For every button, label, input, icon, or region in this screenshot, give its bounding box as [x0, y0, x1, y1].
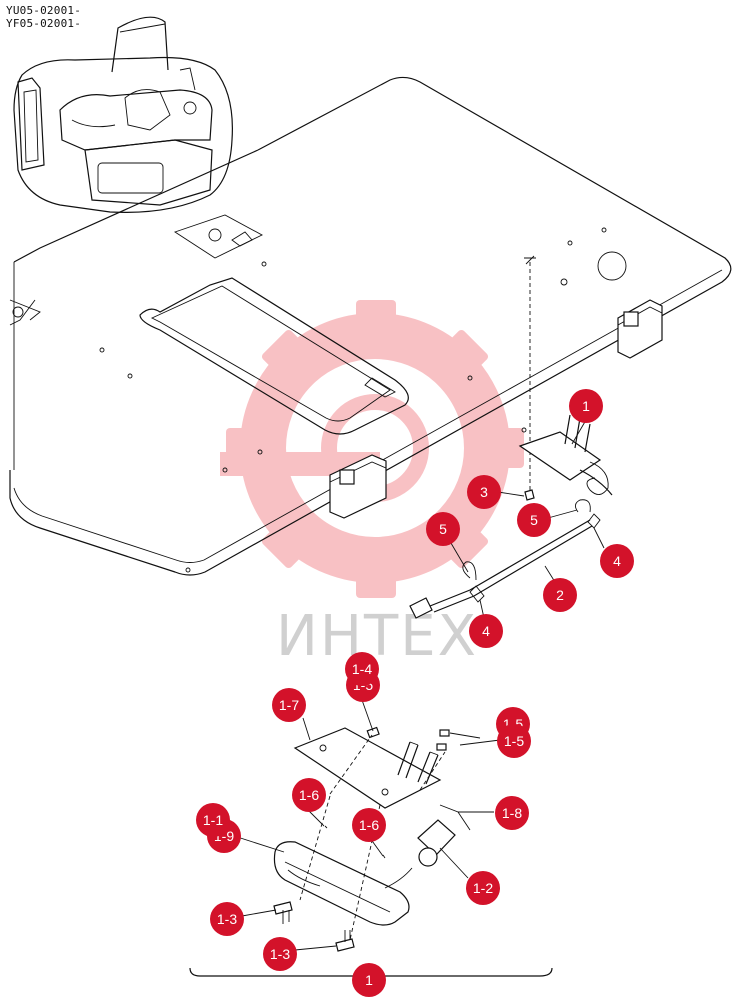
- svg-text:2: 2: [556, 587, 564, 603]
- svg-text:1-8: 1-8: [502, 805, 522, 821]
- svg-text:1-6: 1-6: [359, 817, 379, 833]
- svg-text:1: 1: [582, 398, 590, 414]
- switch-assembly-installed: [409, 255, 613, 619]
- svg-text:5: 5: [530, 512, 538, 528]
- callout-1-7: 1-7: [272, 688, 306, 722]
- serial-number-1: YU05-02001-: [6, 4, 82, 17]
- callout-1-6-b: 1-6: [352, 808, 386, 842]
- serial-number-2: YF05-02001-: [6, 17, 82, 30]
- callout-4-right: 4: [600, 544, 634, 578]
- svg-text:1-2: 1-2: [473, 880, 493, 896]
- callout-3: 3: [467, 475, 501, 509]
- callout-1-4: 1-4: [345, 652, 379, 686]
- svg-text:4: 4: [613, 553, 621, 569]
- excavator-thumbnail: [13, 16, 233, 213]
- callout-1-3-a: 1-3: [210, 902, 244, 936]
- callout-1-2: 1-2: [466, 871, 500, 905]
- svg-text:1-7: 1-7: [279, 697, 299, 713]
- floor-plate: [9, 76, 732, 576]
- svg-text:1-5: 1-5: [504, 733, 524, 749]
- svg-text:1-3: 1-3: [270, 946, 290, 962]
- svg-text:3: 3: [480, 484, 488, 500]
- hinge-right: [617, 299, 663, 359]
- callout-2: 2: [543, 578, 577, 612]
- callouts: 1 3 5 5 4 2 4 1-5 1-4 1-7 1-5 1-5 1-6 1-…: [196, 389, 634, 997]
- svg-text:1-4: 1-4: [352, 661, 372, 677]
- callout-1-top: 1: [569, 389, 603, 423]
- callout-5-left: 5: [426, 512, 460, 546]
- callout-1-3-b: 1-3: [263, 937, 297, 971]
- callout-1-bottom: 1: [352, 963, 386, 997]
- svg-text:1-1: 1-1: [203, 812, 223, 828]
- svg-text:5: 5: [439, 521, 447, 537]
- callout-1-6-a: 1-6: [292, 778, 326, 812]
- svg-text:4: 4: [482, 623, 490, 639]
- callout-1-8: 1-8: [495, 796, 529, 830]
- svg-text:1: 1: [365, 972, 373, 988]
- svg-text:1-3: 1-3: [217, 911, 237, 927]
- callout-4-left: 4: [469, 614, 503, 648]
- callout-1-1: 1-1: [196, 803, 230, 837]
- watermark-gear-logo: [220, 300, 524, 598]
- hinge-left: [329, 454, 387, 519]
- switch-assembly-exploded: [189, 726, 553, 987]
- watermark-text: ИНТЕХ: [276, 604, 478, 669]
- callout-1-5-b: 1-5: [497, 724, 531, 758]
- svg-text:1-6: 1-6: [299, 787, 319, 803]
- leader-lines: [227, 419, 605, 951]
- callout-5-right: 5: [517, 503, 551, 537]
